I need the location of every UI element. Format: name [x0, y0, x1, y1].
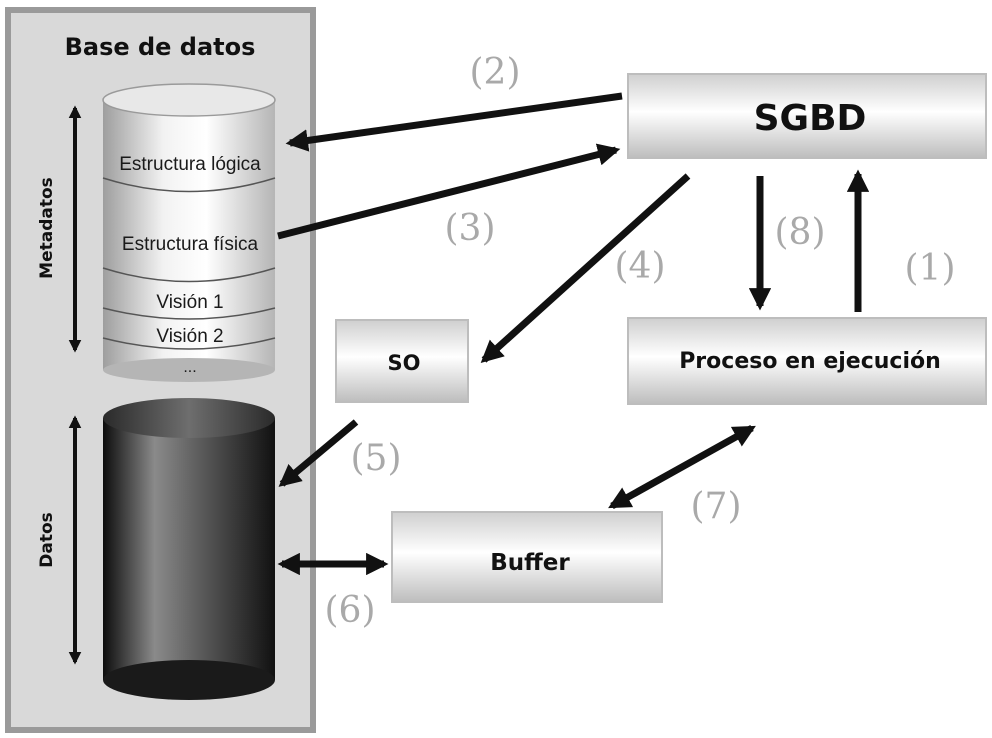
sgbd-label: SGBD — [754, 98, 867, 139]
layer-divider — [102, 177, 276, 193]
proceso-box-frame — [627, 317, 987, 405]
step-label-2: (2) — [470, 52, 521, 93]
so-label: SO — [388, 351, 421, 375]
data-cylinder-body — [103, 418, 275, 680]
buffer-label: Buffer — [490, 550, 570, 576]
buffer-box: Buffer — [391, 511, 663, 603]
layer-label-vision-1: Visión 1 — [156, 292, 223, 313]
so-box-frame — [335, 319, 469, 403]
proceso-box: Proceso en ejecución — [627, 317, 987, 405]
step-label-5: (5) — [351, 438, 402, 479]
database-panel-title: Base de datos — [65, 33, 256, 61]
proceso-label: Proceso en ejecución — [679, 349, 941, 374]
data-side: Datos — [37, 415, 82, 665]
layer-divider — [102, 267, 276, 283]
layer-label-vision-2: Visión 2 — [156, 326, 223, 347]
layer-label-estructura-fisica: Estructura física — [122, 234, 259, 255]
metadata-cylinder-top — [102, 83, 276, 117]
buffer-box-frame — [391, 511, 663, 603]
arrow-step-7 — [608, 424, 756, 510]
step-labels: (2) (3) (4) (8) (1) (5) (6) (7) — [325, 52, 956, 631]
layer-divider — [102, 337, 276, 350]
step-label-3: (3) — [445, 208, 496, 249]
metadata-cylinder: Estructura lógica Estructura física Visi… — [102, 83, 276, 382]
sgbd-box: SGBD — [627, 73, 987, 159]
arrow-step-2 — [285, 92, 623, 152]
data-cylinder — [103, 398, 275, 700]
layer-divider — [102, 307, 276, 320]
step-label-8: (8) — [775, 212, 826, 253]
step-label-6: (6) — [325, 590, 376, 631]
metadata-cylinder-bottom — [103, 358, 275, 382]
so-box: SO — [335, 319, 469, 403]
step-label-1: (1) — [905, 248, 956, 289]
data-cylinder-bottom — [103, 660, 275, 700]
flow-arrows — [277, 92, 870, 576]
data-cylinder-top — [103, 398, 275, 438]
arrow-step-4 — [480, 173, 691, 364]
layer-label-more: ... — [183, 359, 196, 376]
layer-label-estructura-logica: Estructura lógica — [119, 154, 261, 175]
metadata-side: Metadatos — [37, 105, 82, 353]
step-label-4: (4) — [615, 246, 666, 287]
metadata-label: Metadatos — [37, 177, 57, 279]
arrow-step-5 — [278, 419, 359, 487]
step-label-7: (7) — [691, 486, 742, 527]
sgbd-box-frame — [627, 73, 987, 159]
metadata-cylinder-body — [103, 100, 275, 370]
data-label: Datos — [37, 512, 57, 568]
arrow-step-3 — [277, 143, 621, 240]
